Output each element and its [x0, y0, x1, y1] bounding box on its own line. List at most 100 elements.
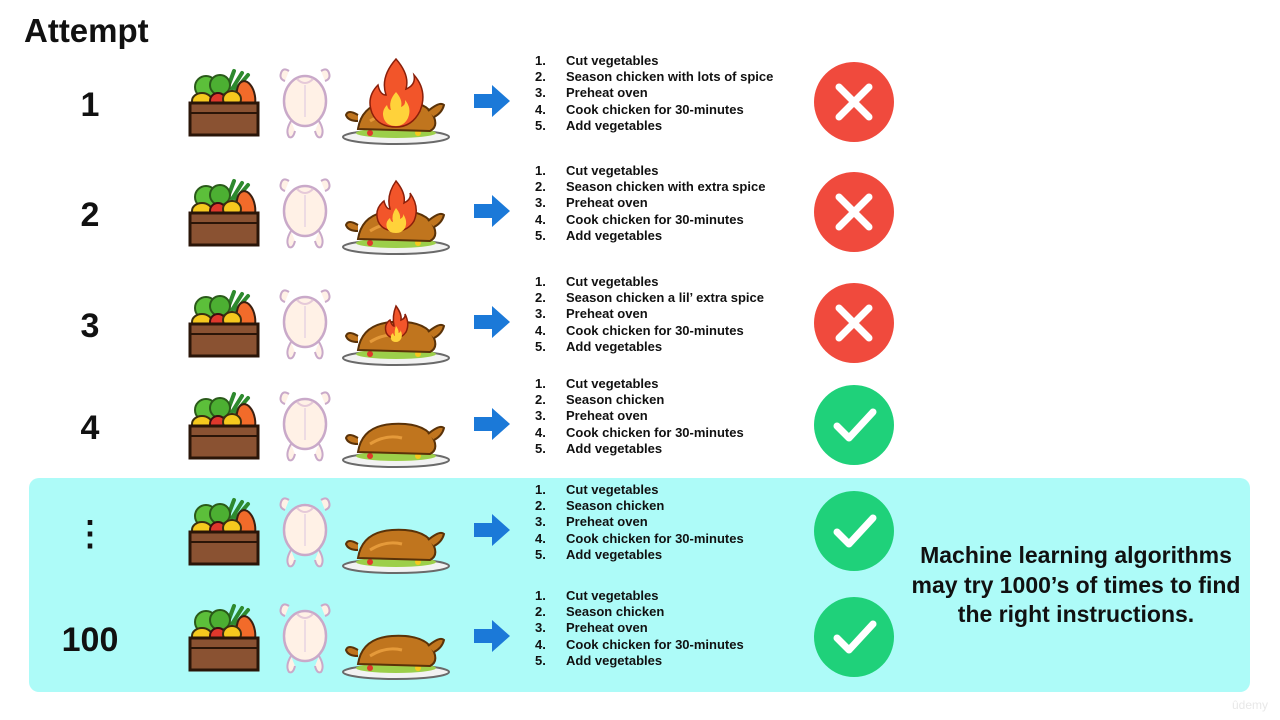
check-icon [814, 491, 894, 571]
instruction-number: 1. [535, 588, 546, 603]
instruction-item: 1. Cut vegetables [535, 163, 765, 179]
instruction-text: Add vegetables [566, 652, 663, 668]
instruction-item: 5.Add vegetables [535, 441, 744, 457]
caption-text: Machine learning algorithms may try 1000… [911, 542, 1241, 627]
attempt-row: 3 [0, 274, 1280, 376]
vegetable-crate-icon [188, 604, 260, 672]
instruction-item: 3.Preheat oven [535, 620, 744, 636]
instruction-number: 5. [535, 227, 546, 243]
check-icon [814, 597, 894, 677]
instruction-number: 3. [535, 195, 546, 211]
raw-chicken-icon [279, 391, 331, 462]
instruction-number: 4. [535, 530, 546, 546]
instruction-text: Cut vegetables [566, 53, 659, 68]
roast-chicken-icon [342, 634, 450, 680]
instruction-item: 1.Cut vegetables [535, 376, 744, 392]
attempt-row: 4 [0, 376, 1280, 478]
instruction-number: 5. [535, 652, 546, 668]
attempt-row: 100 [0, 588, 1280, 690]
vegetable-crate-icon [188, 392, 260, 460]
instruction-number: 2. [535, 604, 546, 620]
instruction-text: Add vegetables [566, 117, 663, 133]
instruction-text: Season chicken with extra spice [566, 179, 766, 195]
roast-chicken-icon [342, 179, 450, 255]
instruction-number: 2. [535, 179, 546, 195]
instruction-number: 5. [535, 117, 546, 133]
right-arrow-icon [474, 85, 510, 117]
instruction-item: 5. Add vegetables [535, 653, 744, 669]
raw-chicken-icon [279, 497, 331, 568]
instruction-text: Preheat oven [566, 85, 648, 101]
fire-icon [384, 304, 409, 342]
vegetable-crate-icon [188, 290, 260, 358]
instruction-item: 5. Add vegetables [535, 228, 765, 244]
instruction-item: 5.Add vegetables [535, 547, 744, 563]
vegetable-crate-icon [188, 498, 260, 566]
instruction-number: 1. [535, 163, 546, 178]
raw-chicken-icon [279, 289, 331, 360]
instruction-item: 4.Cook chicken for 30-minutes [535, 637, 744, 653]
instruction-text: Cut vegetables [566, 376, 659, 391]
instruction-text: Cook chicken for 30-minutes [566, 530, 744, 546]
right-arrow-icon [474, 306, 510, 338]
instruction-text: Season chicken a lil’ extra spice [566, 290, 764, 306]
instruction-text: Season chicken [566, 498, 665, 514]
instruction-item: 1.Cut vegetables [535, 274, 764, 290]
instruction-item: 4.Cook chicken for 30-minutes [535, 102, 773, 118]
instruction-number: 2. [535, 290, 546, 306]
cross-icon [814, 62, 894, 142]
instruction-number: 5. [535, 338, 546, 354]
instruction-text: Add vegetables [566, 440, 663, 456]
instruction-text: Cut vegetables [566, 274, 659, 289]
instruction-list: 1. Cut vegetables 2. Season chicken with ex… [535, 163, 765, 244]
attempt-number: 3 [80, 306, 100, 345]
instruction-number: 4. [535, 322, 546, 338]
instruction-text: Cut vegetables [566, 482, 659, 497]
instruction-item: 2.Season chicken [535, 392, 744, 408]
roast-chicken-icon [342, 304, 450, 366]
instruction-number: 5. [535, 546, 546, 562]
attempt-row: 2 [0, 163, 1280, 265]
instruction-item: 5.Add vegetables [535, 339, 764, 355]
instruction-text: Cut vegetables [566, 163, 659, 178]
attempt-number: 4 [80, 408, 100, 447]
roast-chicken-icon [342, 57, 450, 145]
right-arrow-icon [474, 408, 510, 440]
instruction-text: Season chicken with lots of spice [566, 69, 774, 85]
instruction-item: 2. Season chicken with extra spice [535, 179, 765, 195]
instruction-item: 4. Cook chicken for 30-minutes [535, 531, 744, 547]
instruction-number: 1. [535, 53, 546, 68]
instruction-text: Cook chicken for 30-minutes [566, 101, 744, 117]
instruction-item: 3.Preheat oven [535, 85, 773, 101]
attempt-number: 1 [80, 85, 100, 124]
instruction-item: 4.Cook chicken for 30-minutes [535, 212, 765, 228]
vegetable-crate-icon [188, 179, 260, 247]
cross-icon [814, 283, 894, 363]
instruction-item: 3.Preheat oven [535, 195, 765, 211]
attempt-number: 100 [61, 620, 119, 659]
instruction-item: 4.Cook chicken for 30-minutes [535, 323, 764, 339]
right-arrow-icon [474, 514, 510, 546]
roast-chicken-icon [342, 528, 450, 574]
instruction-text: Preheat oven [566, 514, 648, 530]
instruction-item: 2. Season chicken [535, 604, 744, 620]
attempt-number: ⋮ [73, 515, 107, 553]
attempt-row: 1 [0, 53, 1280, 155]
instruction-number: 4. [535, 636, 546, 652]
instruction-number: 4. [535, 424, 546, 440]
raw-chicken-icon [279, 603, 331, 674]
instruction-item: 1.Cut vegetables [535, 588, 744, 604]
instruction-text: Preheat oven [566, 306, 648, 322]
instruction-item: 4.Cook chicken for 30-minutes [535, 425, 744, 441]
roast-chicken-icon [342, 422, 450, 468]
raw-chicken-icon [279, 68, 331, 139]
instruction-text: Add vegetables [566, 227, 663, 243]
watermark: ûdemy [1231, 698, 1268, 712]
instruction-text: Season chicken [566, 392, 665, 408]
cross-icon [814, 172, 894, 252]
instruction-text: Season chicken [566, 604, 665, 620]
right-arrow-icon [474, 195, 510, 227]
